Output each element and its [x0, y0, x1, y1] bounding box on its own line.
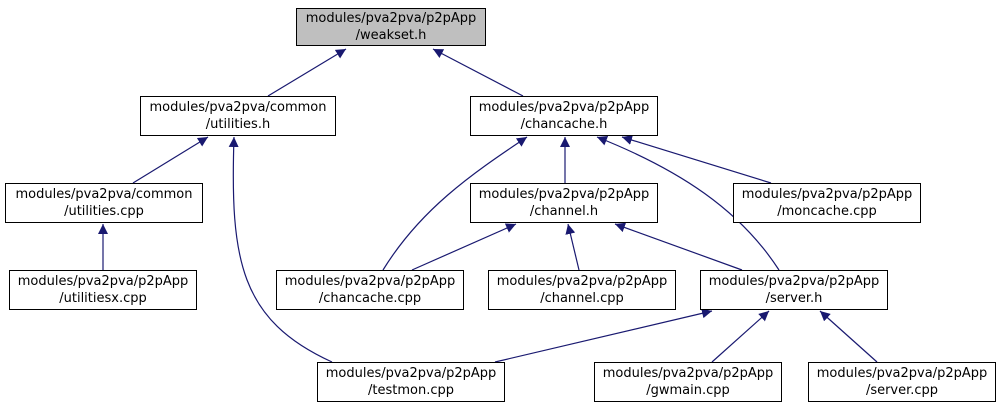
node-utilities-h[interactable]: modules/pva2pva/common /utilities.h [140, 96, 336, 136]
node-weakset-h: modules/pva2pva/p2pApp /weakset.h [296, 8, 486, 46]
node-server-h-line2: /server.h [765, 291, 823, 306]
node-utilities-h-line2: /utilities.h [205, 117, 271, 132]
node-channel-h[interactable]: modules/pva2pva/p2pApp /channel.h [470, 183, 658, 223]
edge-chancache-h-to-weakset-h [432, 48, 524, 97]
node-server-cpp-line1: modules/pva2pva/p2pApp [816, 366, 988, 381]
node-chancache-h-line2: /chancache.h [520, 117, 608, 132]
node-chancache-cpp-line1: modules/pva2pva/p2pApp [284, 274, 456, 289]
node-utilitiesx-cpp[interactable]: modules/pva2pva/p2pApp /utilitiesx.cpp [9, 270, 197, 310]
node-utilitiesx-cpp-line2: /utilitiesx.cpp [59, 291, 147, 306]
node-testmon-cpp-line2: /testmon.cpp [368, 383, 454, 398]
node-channel-cpp-line1: modules/pva2pva/p2pApp [496, 274, 668, 289]
node-utilities-h-line1: modules/pva2pva/common [149, 100, 327, 115]
edge-server-cpp-to-server-h [819, 310, 878, 363]
node-channel-cpp[interactable]: modules/pva2pva/p2pApp /channel.cpp [488, 270, 676, 310]
node-server-h[interactable]: modules/pva2pva/p2pApp /server.h [700, 270, 888, 310]
node-channel-cpp-line2: /channel.cpp [540, 291, 624, 306]
node-testmon-cpp[interactable]: modules/pva2pva/p2pApp /testmon.cpp [317, 362, 505, 402]
node-channel-h-line2: /channel.h [529, 204, 599, 219]
edge-chancache-cpp-to-channel-h [411, 223, 517, 271]
node-server-cpp[interactable]: modules/pva2pva/p2pApp /server.cpp [808, 362, 996, 402]
edge-moncache-cpp-to-chancache-h [621, 135, 772, 184]
node-chancache-h-line1: modules/pva2pva/p2pApp [478, 100, 650, 115]
node-utilitiesx-cpp-line1: modules/pva2pva/p2pApp [17, 274, 189, 289]
node-weakset-h-line1: modules/pva2pva/p2pApp [305, 11, 477, 26]
node-utilities-cpp[interactable]: modules/pva2pva/common /utilities.cpp [5, 183, 203, 223]
node-moncache-cpp[interactable]: modules/pva2pva/p2pApp /moncache.cpp [733, 183, 921, 223]
node-gwmain-cpp[interactable]: modules/pva2pva/p2pApp /gwmain.cpp [594, 362, 782, 402]
node-testmon-cpp-line1: modules/pva2pva/p2pApp [325, 366, 497, 381]
node-gwmain-cpp-line2: /gwmain.cpp [646, 383, 730, 398]
node-moncache-cpp-line1: modules/pva2pva/p2pApp [741, 187, 913, 202]
edge-channel-cpp-to-channel-h [565, 223, 580, 271]
node-gwmain-cpp-line1: modules/pva2pva/p2pApp [602, 366, 774, 381]
edge-testmon-cpp-to-utilities-h [228, 136, 333, 363]
node-channel-h-line1: modules/pva2pva/p2pApp [478, 187, 650, 202]
edge-server-h-to-channel-h [614, 222, 743, 271]
node-chancache-cpp[interactable]: modules/pva2pva/p2pApp /chancache.cpp [276, 270, 464, 310]
node-utilities-cpp-line1: modules/pva2pva/common [15, 187, 193, 202]
edge-utilities-h-to-weakset-h [267, 48, 347, 97]
node-chancache-h[interactable]: modules/pva2pva/p2pApp /chancache.h [470, 96, 658, 136]
node-utilities-cpp-line2: /utilities.cpp [64, 204, 144, 219]
node-server-h-line1: modules/pva2pva/p2pApp [708, 274, 880, 289]
edge-chancache-cpp-to-chancache-h [382, 136, 528, 271]
edge-server-h-to-chancache-h [596, 136, 780, 271]
edge-testmon-cpp-to-server-h [494, 308, 713, 363]
edge-utilities-cpp-to-utilities-h [132, 136, 209, 184]
node-chancache-cpp-line2: /chancache.cpp [318, 291, 422, 306]
node-server-cpp-line2: /server.cpp [865, 383, 939, 398]
node-weakset-h-line2: /weakset.h [355, 28, 427, 43]
node-moncache-cpp-line2: /moncache.cpp [777, 204, 877, 219]
edge-gwmain-cpp-to-server-h [711, 310, 770, 363]
